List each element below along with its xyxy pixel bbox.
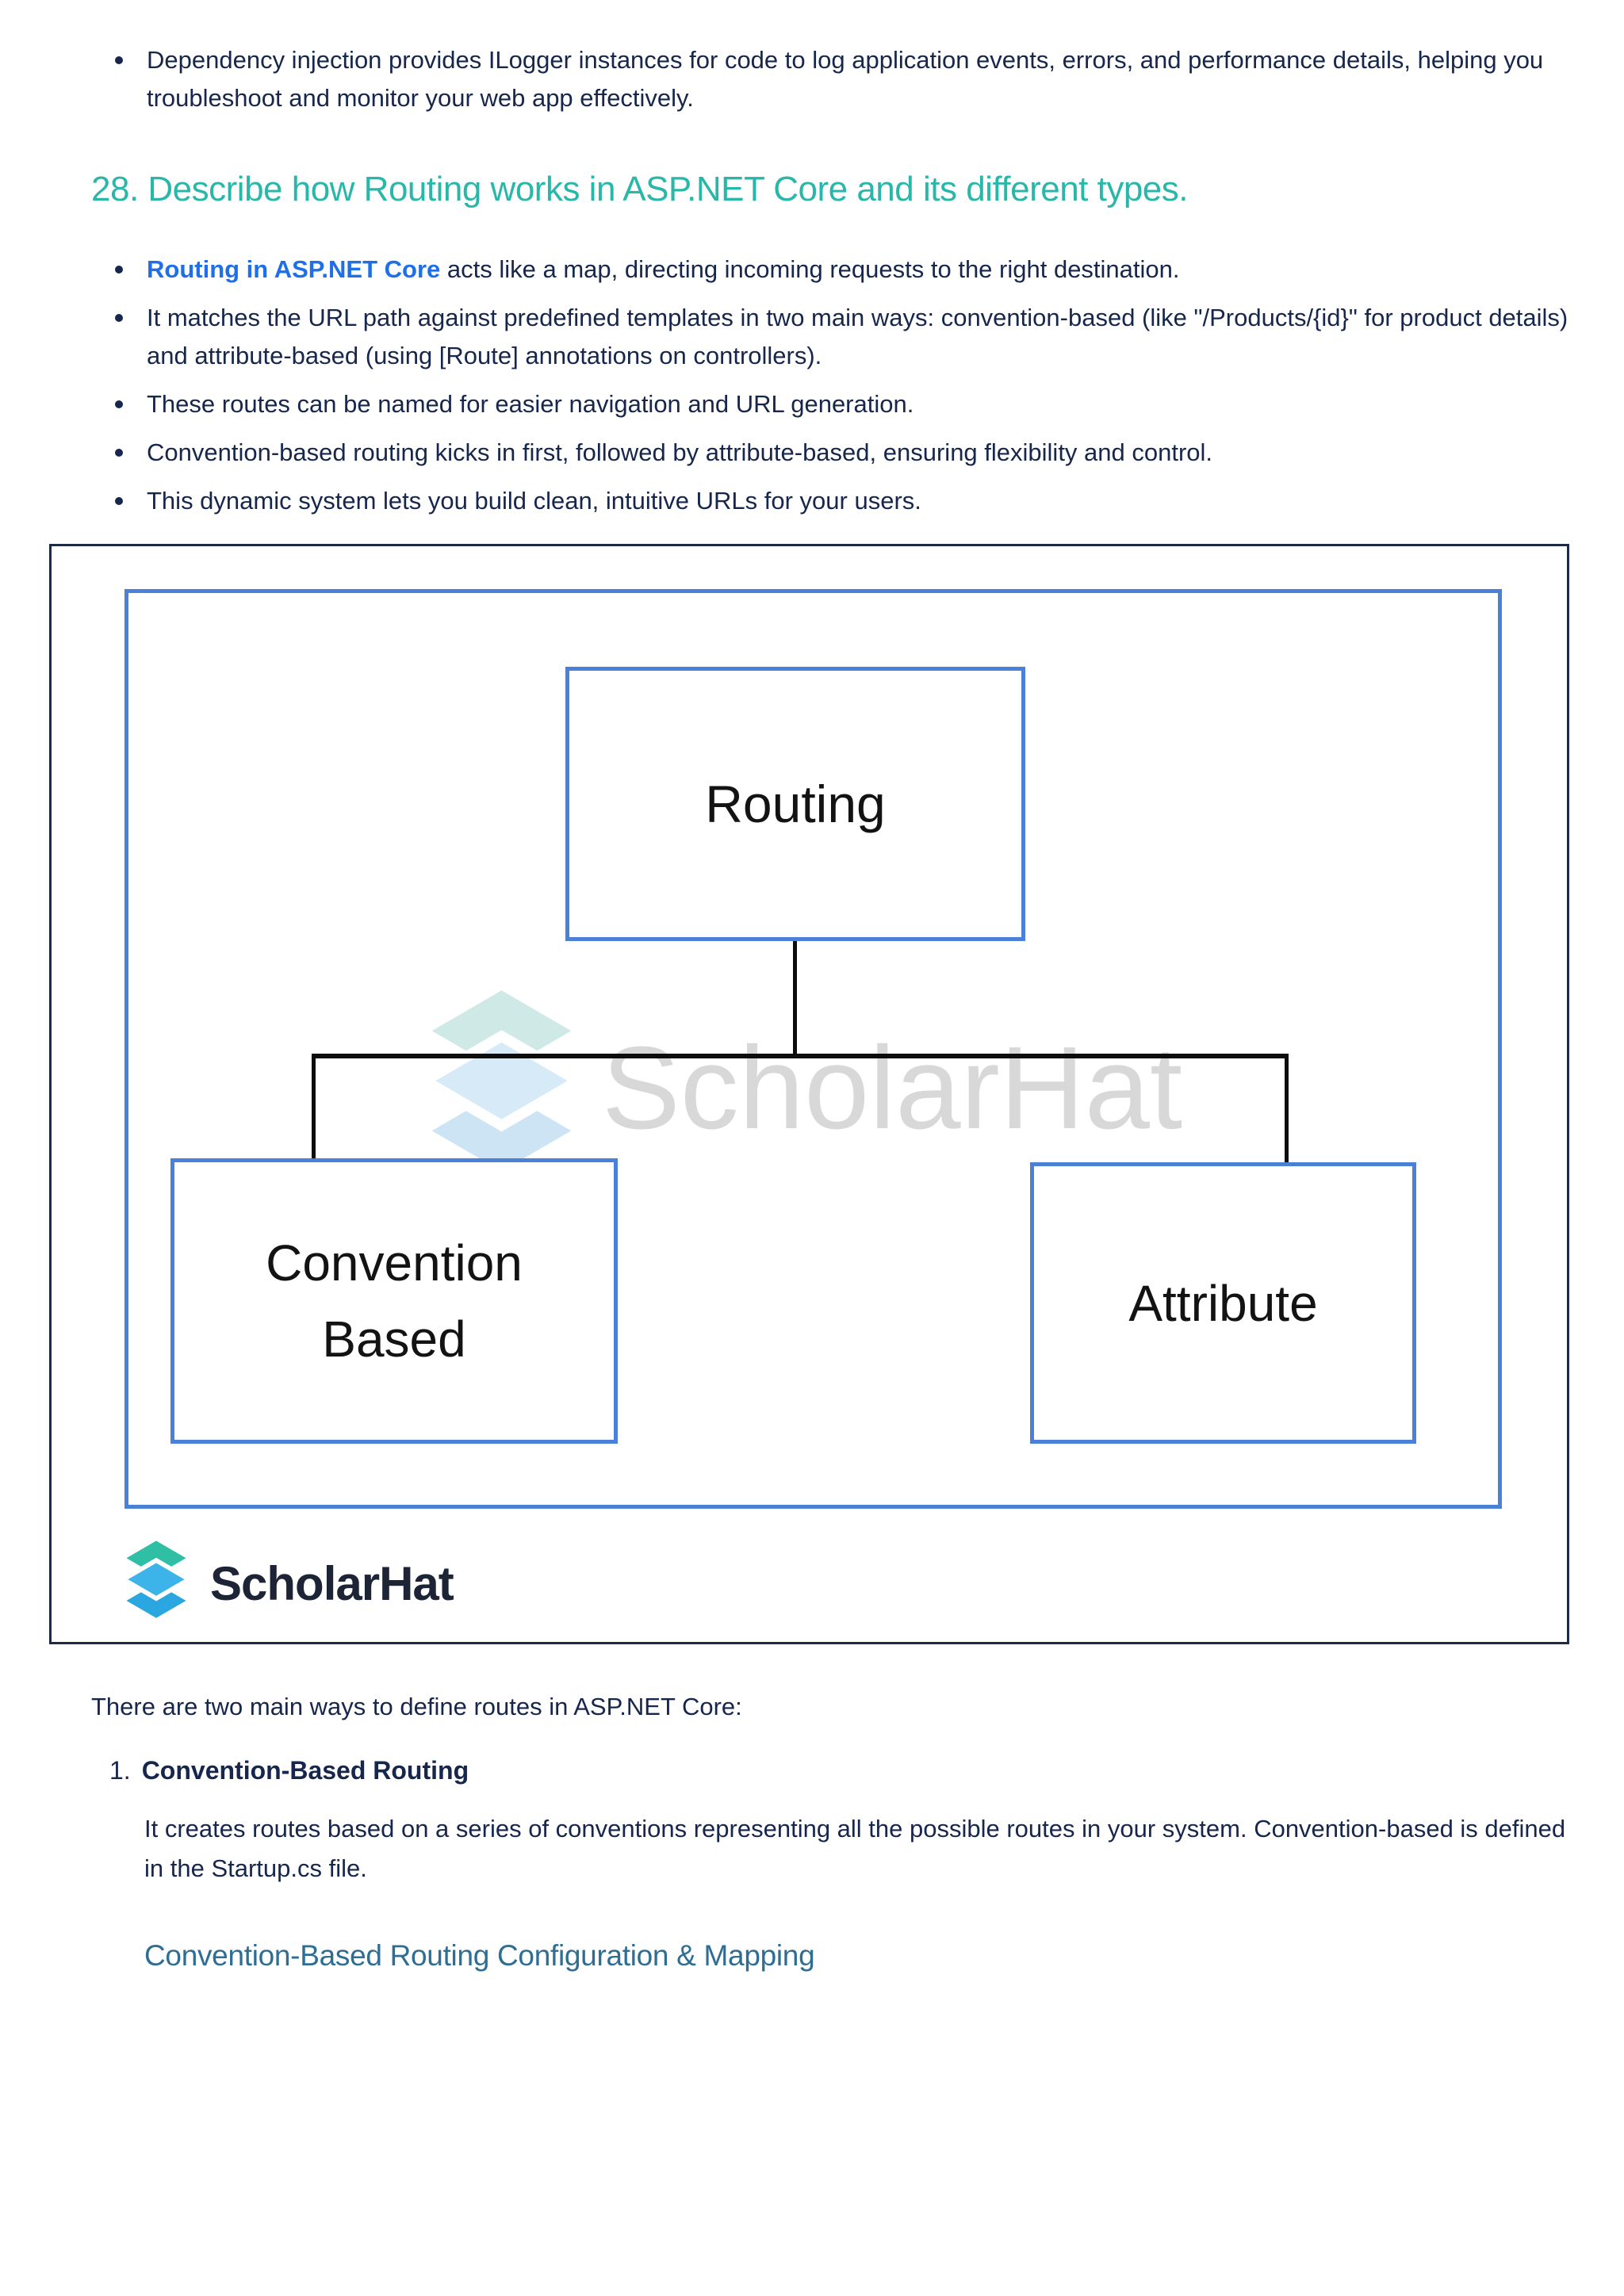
connector-root-vertical [793, 940, 797, 1058]
list-item: Convention-based routing kicks in first,… [115, 434, 1576, 472]
bullet-text: These routes can be named for easier nav… [147, 390, 914, 419]
list-item: Routing in ASP.NET Core acts like a map,… [115, 251, 1576, 289]
question-heading: 28. Describe how Routing works in ASP.NE… [91, 170, 1189, 209]
node-convention-label: Convention Based [266, 1234, 523, 1368]
scholarhat-brand: ScholarHat [118, 1537, 454, 1628]
diagram-node-attribute: Attribute [1030, 1162, 1416, 1445]
routing-bullet-list: Routing in ASP.NET Core acts like a map,… [48, 251, 1576, 520]
intro-bullet-text: Dependency injection provides ILogger in… [147, 46, 1544, 113]
article-content: Dependency injection provides ILogger in… [48, 41, 1576, 1973]
bullet-text: It matches the URL path against predefin… [147, 304, 1568, 370]
connector-right-vertical [1285, 1057, 1289, 1166]
bullet-text: Convention-based routing kicks in first,… [147, 438, 1213, 467]
list-item: This dynamic system lets you build clean… [115, 482, 1576, 520]
scholarhat-logo-icon [118, 1537, 194, 1628]
node-routing-label: Routing [705, 775, 886, 834]
list-item: It matches the URL path against predefin… [115, 299, 1576, 375]
routing-link[interactable]: Routing in ASP.NET Core [147, 255, 441, 284]
diagram-node-routing: Routing [565, 667, 1025, 942]
convention-routing-paragraph: It creates routes based on a series of c… [144, 1814, 1566, 1883]
numbered-list-item: 1. Convention-Based Routing [109, 1756, 1576, 1785]
diagram-node-convention-based: Convention Based [170, 1158, 618, 1445]
configuration-subheading: Convention-Based Routing Configuration &… [144, 1939, 815, 1973]
intro-bullet-item: Dependency injection provides ILogger in… [115, 41, 1576, 117]
node-attribute-label: Attribute [1128, 1274, 1318, 1332]
connector-horizontal [312, 1054, 1289, 1059]
bullet-text: acts like a map, directing incoming requ… [440, 255, 1180, 284]
list-item: These routes can be named for easier nav… [115, 385, 1576, 423]
connector-left-vertical [312, 1057, 316, 1162]
routes-intro-text: There are two main ways to define routes… [91, 1693, 742, 1721]
list-number: 1. [109, 1755, 131, 1785]
bullet-text: This dynamic system lets you build clean… [147, 487, 921, 515]
intro-bullet-list: Dependency injection provides ILogger in… [48, 41, 1576, 117]
diagram-inner-frame [124, 589, 1502, 1510]
list-title: Convention-Based Routing [141, 1755, 469, 1785]
scholarhat-logo-text: ScholarHat [210, 1557, 454, 1611]
routing-diagram-card: ScholarHat Routing Convention Based Attr… [49, 544, 1569, 1645]
